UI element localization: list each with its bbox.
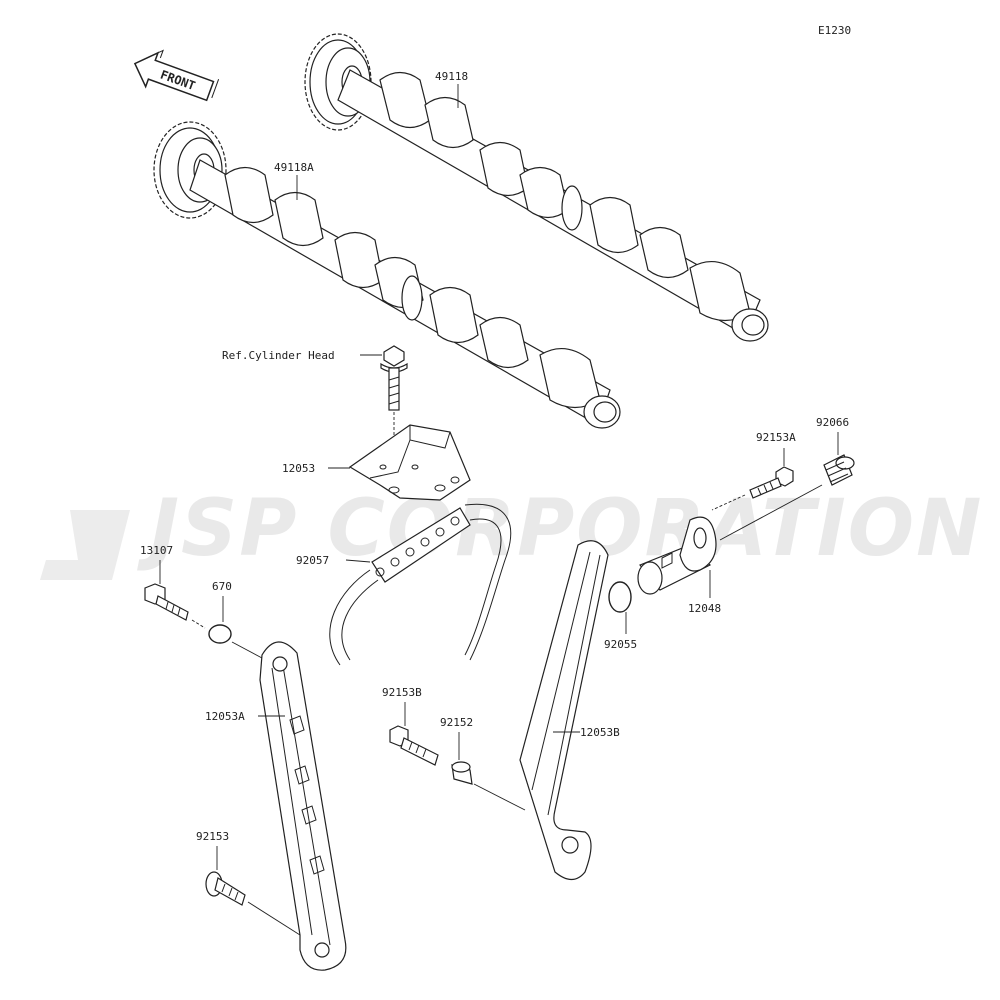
- label-13107: 13107: [140, 544, 173, 557]
- label-670: 670: [212, 580, 232, 593]
- label-92153B: 92153B: [382, 686, 422, 699]
- o-ring-92055: [608, 581, 632, 613]
- bolt-13107: [144, 583, 189, 621]
- cam-chain-92057: [329, 503, 512, 666]
- watermark: JSP CORPORATION: [40, 484, 983, 580]
- leader-cap-bolt-axis: [719, 484, 823, 541]
- label-92152: 92152: [440, 716, 473, 729]
- collar-92152: [451, 761, 473, 785]
- chain-guide-12053: [348, 424, 471, 501]
- bolt-92153: [205, 871, 246, 906]
- bolt-92153A: [749, 466, 794, 499]
- chain-guide-12053A: [259, 641, 347, 971]
- label-49118A: 49118A: [274, 161, 314, 174]
- label-12048: 12048: [688, 602, 721, 615]
- o-ring-670: [208, 624, 232, 644]
- label-92153A: 92153A: [756, 431, 796, 444]
- label-49118: 49118: [435, 70, 468, 83]
- label-92066: 92066: [816, 416, 849, 429]
- label-12053A: 12053A: [205, 710, 245, 723]
- label-12053B: 12053B: [580, 726, 620, 739]
- bolt-cylinder-head: [380, 345, 408, 411]
- chain-guide-12053B: [519, 540, 609, 881]
- cap-bolt-92066: [823, 454, 855, 486]
- label-ref-cylinder-head: Ref.Cylinder Head: [222, 349, 335, 362]
- leader-92057: [345, 559, 371, 563]
- camshaft-49118: [304, 33, 769, 342]
- label-92153: 92153: [196, 830, 229, 843]
- front-arrow-icon: FRONT: [133, 49, 220, 102]
- leader-tensioner-bolt-axis: [711, 494, 746, 511]
- diagram-code: E1230: [818, 24, 851, 37]
- label-92057: 92057: [296, 554, 329, 567]
- camshaft-49118A: [153, 121, 621, 429]
- leader-92152-axis: [473, 783, 526, 811]
- watermark-text: JSP CORPORATION: [137, 484, 983, 574]
- bolt-92153B: [389, 725, 439, 766]
- label-12053: 12053: [282, 462, 315, 475]
- chain-tensioner-12048: [637, 516, 717, 595]
- leader-670-axis: [231, 641, 263, 659]
- label-92055: 92055: [604, 638, 637, 651]
- leader-13107-axis: [191, 619, 206, 629]
- leader-92153-axis: [247, 901, 301, 936]
